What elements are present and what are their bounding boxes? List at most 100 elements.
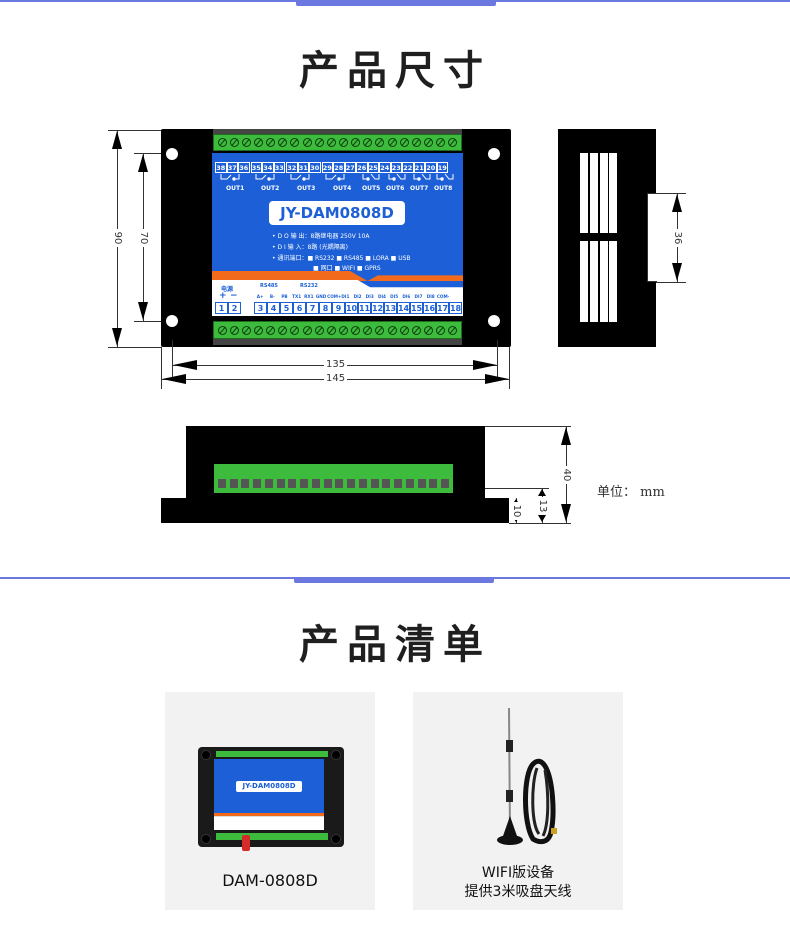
product-name: WIFI版设备 [481, 865, 555, 881]
spec-di: • D I 输 入：8路 (光耦隔离) [272, 244, 348, 251]
terminal-pin [370, 479, 379, 488]
mount-hole [488, 148, 500, 160]
page-title-contents: 产品清单 [299, 622, 491, 668]
power-label: 电源 [221, 286, 234, 293]
output-label: OUT3 [297, 185, 316, 192]
arrow-up-icon [538, 489, 546, 496]
output-label: OUT2 [261, 185, 280, 192]
terminal-pin [300, 479, 309, 488]
section-divider-tab [294, 577, 494, 583]
input-terminal-label: DI6 [402, 294, 411, 299]
dim-extension-line [485, 488, 549, 489]
dim-extension-line [656, 193, 686, 194]
input-terminal-pin: 5 [280, 302, 293, 314]
screw-icon [229, 325, 239, 335]
relay-pin: 34 [262, 162, 274, 173]
rs485-label: RS485 [260, 283, 278, 289]
dim-label-height-outer: 90 [112, 229, 123, 247]
screw-icon [241, 325, 251, 335]
dim-label-step: 13 [537, 497, 548, 515]
input-terminal-pin: 13 [384, 302, 397, 314]
screw-icon [253, 138, 263, 147]
input-terminal-pin: 1 [215, 302, 228, 314]
vent-slot [580, 153, 588, 233]
relay-pin: 36 [238, 162, 250, 173]
terminal-pin [429, 479, 438, 488]
input-terminal-label: A+ [256, 294, 264, 299]
input-terminal-label: DI4 [377, 294, 386, 299]
input-terminal-label: DI3 [365, 294, 374, 299]
section-divider-tab [296, 0, 496, 6]
relay-pin: 20 [425, 162, 437, 173]
screw-icon [278, 138, 288, 147]
output-label: OUT4 [333, 185, 352, 192]
terminal-pin [358, 479, 367, 488]
input-terminal-pin: 3 [254, 302, 267, 314]
dim-extension-line [497, 340, 498, 380]
arrow-right-icon [485, 374, 509, 384]
model-name-plate: JY-DAM0808D [269, 201, 405, 225]
screw-icon [436, 325, 446, 335]
input-terminal-pin: 18 [449, 302, 462, 314]
arrow-down-icon [672, 263, 682, 281]
spec-comm-2: ■ 网口 ■ WIFI ■ GPRS [313, 265, 381, 272]
input-terminal-pin: 7 [306, 302, 319, 314]
dim-label-width-outer: 145 [324, 373, 348, 384]
screw-icon [423, 325, 433, 335]
base-profile [161, 498, 509, 523]
input-terminal-pin: 12 [371, 302, 384, 314]
terminal-pin [323, 479, 332, 488]
screw-icon [266, 325, 276, 335]
relay-pin: 38 [215, 162, 227, 173]
screw-icon [399, 138, 409, 147]
output-label: OUT1 [226, 185, 245, 192]
vent-slot [609, 241, 617, 322]
screw-icon [290, 325, 300, 335]
screw-icon [314, 325, 324, 335]
relay-pin: 24 [379, 162, 391, 173]
arrow-down-icon [138, 302, 148, 320]
screw-icon [375, 325, 385, 335]
screw-icon [217, 325, 227, 335]
input-terminal-label: GND [315, 294, 327, 299]
screw-icon [266, 138, 276, 147]
terminal-pin [264, 479, 273, 488]
relay-pin: 29 [321, 162, 333, 173]
arrow-left-icon [162, 374, 186, 384]
terminal-pin [229, 479, 238, 488]
screw-icon [338, 138, 348, 147]
dim-extension-line [509, 347, 510, 389]
dim-label-side: 36 [672, 229, 683, 247]
input-terminal-pin: 14 [397, 302, 410, 314]
screw-icon [351, 138, 361, 147]
relay-pin: 32 [286, 162, 298, 173]
vent-slot [590, 241, 598, 322]
side-terminal-block [214, 464, 453, 493]
screw-icon [375, 138, 385, 147]
power-minus: − [230, 291, 238, 301]
dim-extension-line [134, 153, 172, 154]
input-terminal-label: RX1 [304, 294, 314, 299]
spec-comm: • 通讯端口：■ RS232 ■ RS485 ■ LORA ■ USB [272, 255, 411, 262]
relay-pin: 21 [413, 162, 425, 173]
mount-hole [166, 148, 178, 160]
terminal-pin [405, 479, 414, 488]
arrow-right-icon [473, 360, 497, 370]
dim-extension-line [172, 340, 173, 380]
arrow-down-icon [112, 328, 122, 346]
input-terminal-label: TX1 [292, 294, 302, 299]
dim-extension-line [656, 282, 686, 283]
input-terminal-label: DI7 [414, 294, 423, 299]
output-label: OUT5 [362, 185, 381, 192]
input-terminal-label: COM- [436, 294, 450, 299]
screw-icon [399, 325, 409, 335]
screw-icon [387, 325, 397, 335]
unit-label: 单位： mm [597, 485, 665, 500]
screw-icon [278, 325, 288, 335]
input-terminal-label: DI8 [426, 294, 435, 299]
input-terminal-pin: 2 [228, 302, 241, 314]
relay-pin: 26 [356, 162, 368, 173]
output-label: OUT6 [386, 185, 405, 192]
screw-icon [229, 138, 239, 147]
